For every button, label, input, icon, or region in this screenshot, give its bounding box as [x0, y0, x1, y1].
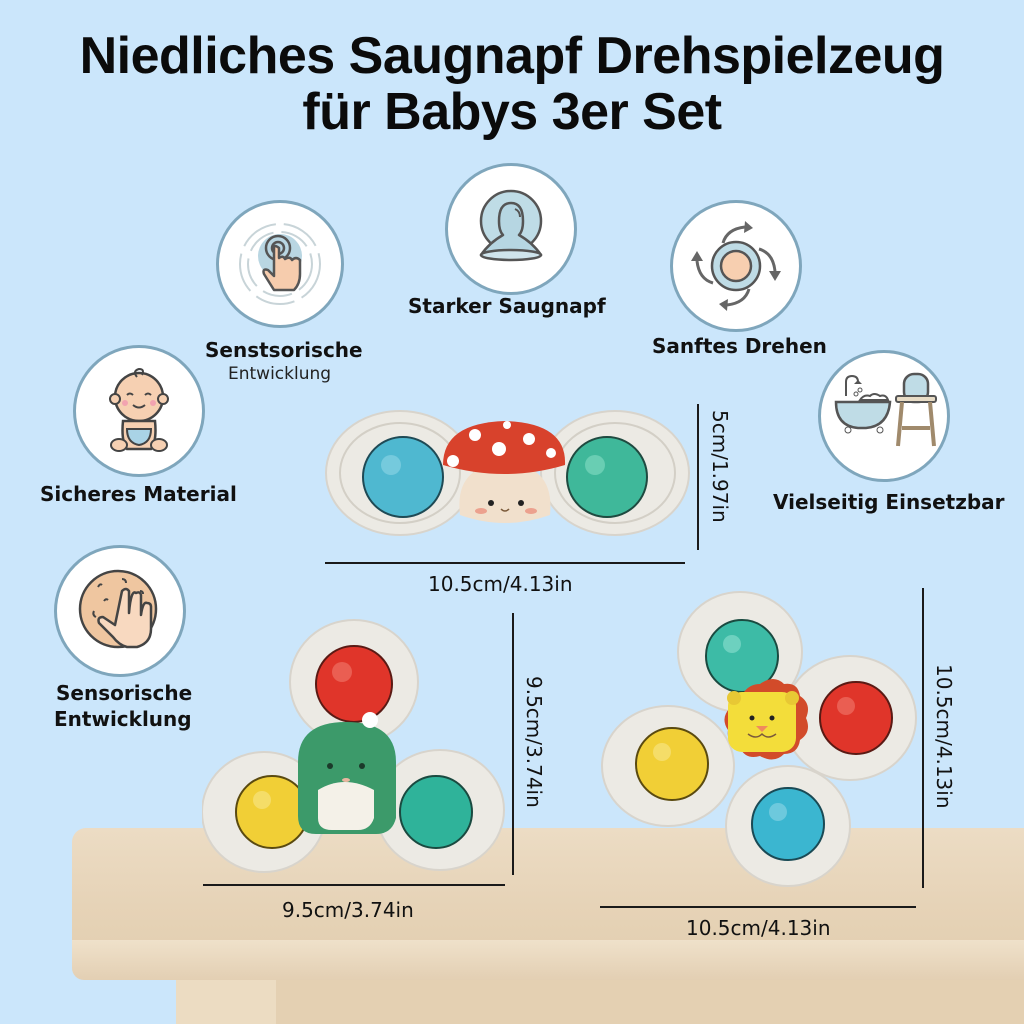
height-label: 5cm/1.97in [708, 410, 732, 523]
page-title: Niedliches Saugnapf Drehspielzeug für Ba… [0, 28, 1024, 140]
feature-sublabel: Entwicklung [54, 707, 192, 731]
feature-circle [818, 350, 950, 482]
wooden-table-leg [176, 980, 276, 1024]
width-label: 10.5cm/4.13in [428, 572, 573, 596]
feature-label: Sanftes Drehen [652, 334, 827, 358]
height-dimension-line [922, 588, 924, 888]
height-label: 10.5cm/4.13in [932, 664, 956, 809]
feature-circle [54, 545, 186, 677]
feature-circle [670, 200, 802, 332]
feature-label: Vielseitig Einsetzbar [773, 490, 1005, 514]
feature-label: Starker Saugnapf [408, 294, 606, 318]
width-dimension-line [203, 884, 505, 886]
feature-circle [216, 200, 344, 328]
rotate-arrows-icon [691, 221, 781, 311]
width-label: 9.5cm/3.74in [282, 898, 414, 922]
feature-circle [445, 163, 577, 295]
height-label: 9.5cm/3.74in [522, 676, 546, 808]
feature-circle [73, 345, 205, 477]
baby-icon [109, 367, 169, 452]
title-line-1: Niedliches Saugnapf Drehspielzeug [79, 27, 945, 85]
width-dimension-line [600, 906, 916, 908]
mushroom-spinner-image [325, 410, 690, 536]
title-line-2: für Babys 3er Set [302, 83, 722, 141]
width-label: 10.5cm/4.13in [686, 916, 831, 940]
suction-cup-icon [479, 189, 543, 262]
touch-finger-icon [239, 223, 321, 305]
lion-spinner-image [601, 591, 917, 887]
wooden-table-edge [72, 940, 1024, 980]
height-dimension-line [697, 404, 699, 550]
feature-label: Sensorische [56, 681, 193, 705]
bath-highchair-icon [834, 372, 937, 447]
feature-sublabel: Entwicklung [228, 364, 332, 384]
height-dimension-line [512, 613, 514, 875]
width-dimension-line [325, 562, 685, 564]
dino-spinner-image [202, 619, 505, 873]
wooden-table-apron [276, 980, 1024, 1024]
feature-label: Sicheres Material [40, 482, 237, 506]
feature-label: Senstsorische [205, 338, 363, 362]
hand-texture-icon [78, 569, 158, 649]
